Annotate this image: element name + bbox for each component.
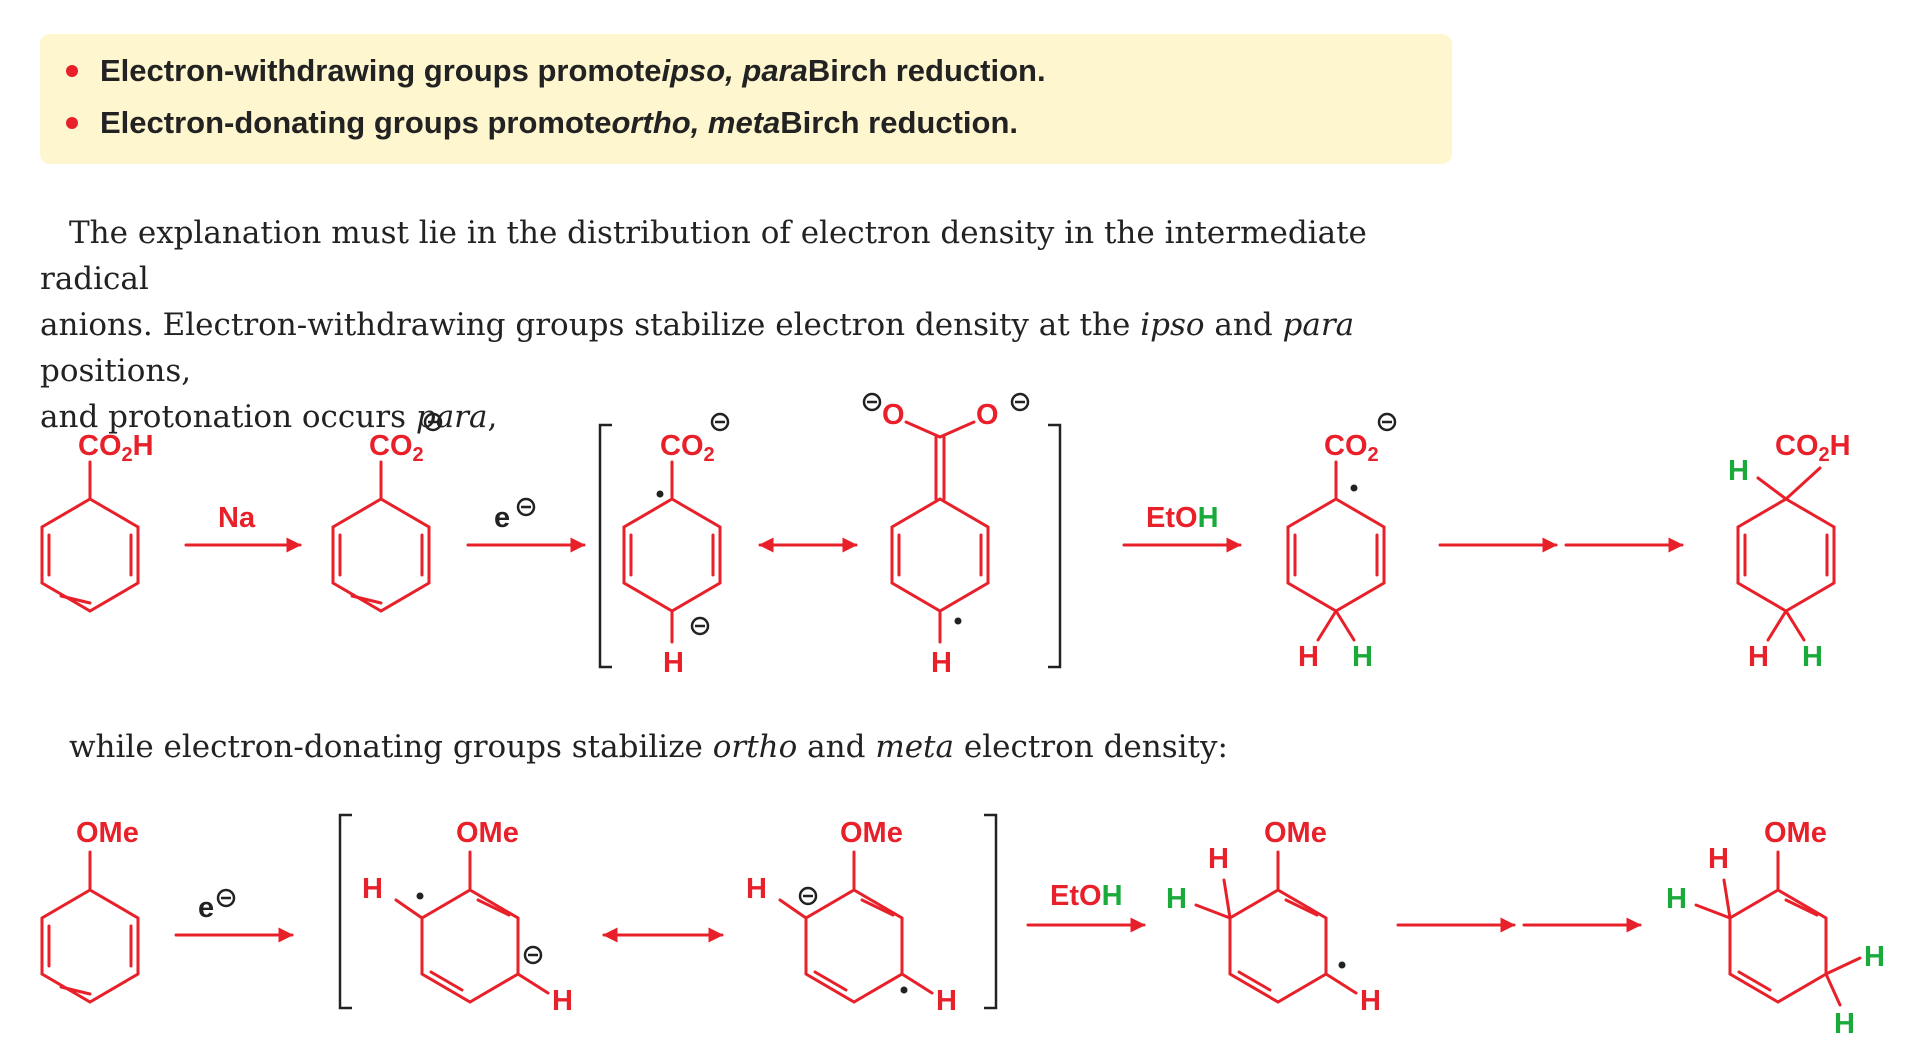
svg-text:OMe: OMe bbox=[456, 817, 519, 849]
svg-text:H: H bbox=[931, 647, 952, 679]
svg-text:H: H bbox=[663, 647, 684, 679]
svg-text:OMe: OMe bbox=[76, 817, 139, 849]
svg-text:OMe: OMe bbox=[1264, 817, 1327, 849]
radical-anion-resonance-form: OMe H H bbox=[746, 817, 957, 1017]
svg-text:O: O bbox=[882, 399, 905, 431]
scheme-benzoic-acid-birch: CO2H Na CO2 e CO2 bbox=[40, 392, 1851, 679]
reagent-etoh: EtOH bbox=[1050, 880, 1123, 912]
electron-donating-paragraph: while electron-donating groups stabilize… bbox=[69, 729, 1228, 765]
svg-text:H: H bbox=[1864, 941, 1885, 973]
svg-text:OMe: OMe bbox=[1764, 817, 1827, 849]
svg-text:H: H bbox=[1802, 641, 1823, 673]
dihydroanisole-product: OMe H H H H bbox=[1666, 817, 1885, 1040]
benzoic-acid: CO2H bbox=[40, 430, 154, 613]
key-point-ipso-para: Electron-withdrawing groups promote ipso… bbox=[66, 51, 1046, 91]
reagent-etoh: EtOH bbox=[1146, 502, 1219, 534]
svg-text:CO2H: CO2H bbox=[1775, 430, 1851, 466]
svg-text:H: H bbox=[362, 873, 383, 905]
key-point-ortho-meta: Electron-donating groups promote ortho, … bbox=[66, 103, 1018, 143]
bracket-right bbox=[984, 813, 998, 1010]
key-points-box: Electron-withdrawing groups promote ipso… bbox=[40, 34, 1452, 164]
bracket-right bbox=[1048, 423, 1062, 669]
svg-text:CO2H: CO2H bbox=[78, 430, 154, 466]
svg-text:H: H bbox=[1352, 641, 1373, 673]
explanation-paragraph: The explanation must lie in the distribu… bbox=[40, 215, 1367, 435]
svg-text:CO2: CO2 bbox=[1324, 430, 1379, 466]
svg-text:H: H bbox=[1298, 641, 1319, 673]
protonated-radical: CO2 H H bbox=[1286, 412, 1397, 673]
radical-anion-resonance-form: O O H bbox=[862, 392, 1030, 679]
svg-text:H: H bbox=[1748, 641, 1769, 673]
bullet-icon bbox=[66, 117, 78, 129]
svg-text:CO2: CO2 bbox=[660, 430, 715, 466]
svg-text:H: H bbox=[1708, 843, 1729, 875]
protonated-radical: OMe H H H bbox=[1166, 817, 1381, 1017]
radical-anion-ortho-meta: OMe H H bbox=[362, 817, 573, 1017]
bracket-left bbox=[338, 813, 352, 1010]
svg-text:H: H bbox=[1666, 883, 1687, 915]
svg-text:H: H bbox=[1728, 455, 1749, 487]
bullet-icon bbox=[66, 65, 78, 77]
svg-text:H: H bbox=[1208, 843, 1229, 875]
svg-text:e: e bbox=[198, 892, 214, 924]
reagent-electron: e bbox=[494, 502, 510, 534]
svg-text:H: H bbox=[552, 985, 573, 1017]
svg-text:O: O bbox=[976, 399, 999, 431]
svg-text:H: H bbox=[936, 985, 957, 1017]
reagent-na: Na bbox=[218, 502, 256, 534]
dihydrobenzoic-acid-product: CO2H H H H bbox=[1728, 430, 1851, 673]
radical-anion-ipso-para: CO2 H bbox=[622, 412, 730, 679]
svg-text:H: H bbox=[1166, 883, 1187, 915]
svg-text:H: H bbox=[746, 873, 767, 905]
scheme-anisole-birch: OMe e OMe H H OMe bbox=[40, 813, 1885, 1040]
benzoate: CO2 bbox=[331, 412, 443, 613]
svg-text:OMe: OMe bbox=[840, 817, 903, 849]
bracket-left bbox=[598, 423, 612, 669]
svg-text:H: H bbox=[1360, 985, 1381, 1017]
svg-text:H: H bbox=[1834, 1008, 1855, 1040]
svg-text:CO2: CO2 bbox=[369, 430, 424, 466]
anisole: OMe bbox=[40, 817, 140, 1004]
